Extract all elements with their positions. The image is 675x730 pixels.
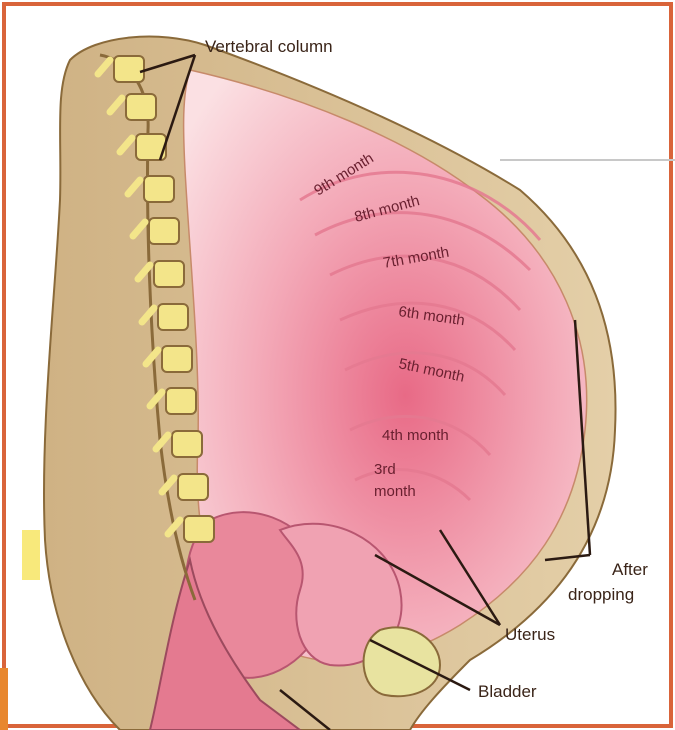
edge-highlight bbox=[22, 530, 40, 580]
label-vertebral-column: Vertebral column bbox=[205, 37, 333, 56]
label-after-dropping-2: dropping bbox=[568, 585, 634, 604]
label-month-3-line1: 3rd bbox=[374, 461, 396, 478]
vertebra bbox=[144, 176, 174, 202]
vertebra bbox=[172, 431, 202, 457]
label-bladder: Bladder bbox=[478, 682, 537, 701]
label-after-dropping-1: After bbox=[612, 560, 648, 579]
edge-accent bbox=[0, 668, 8, 730]
label-uterus: Uterus bbox=[505, 625, 555, 644]
vertebra bbox=[114, 56, 144, 82]
vertebra bbox=[158, 304, 188, 330]
label-month-3-line2: month bbox=[374, 483, 416, 500]
vertebra bbox=[149, 218, 179, 244]
vertebra bbox=[166, 388, 196, 414]
vertebra bbox=[154, 261, 184, 287]
label-month-4: 4th month bbox=[382, 427, 449, 444]
vertebra bbox=[178, 474, 208, 500]
vertebra bbox=[162, 346, 192, 372]
vertebra bbox=[126, 94, 156, 120]
vertebra bbox=[184, 516, 214, 542]
